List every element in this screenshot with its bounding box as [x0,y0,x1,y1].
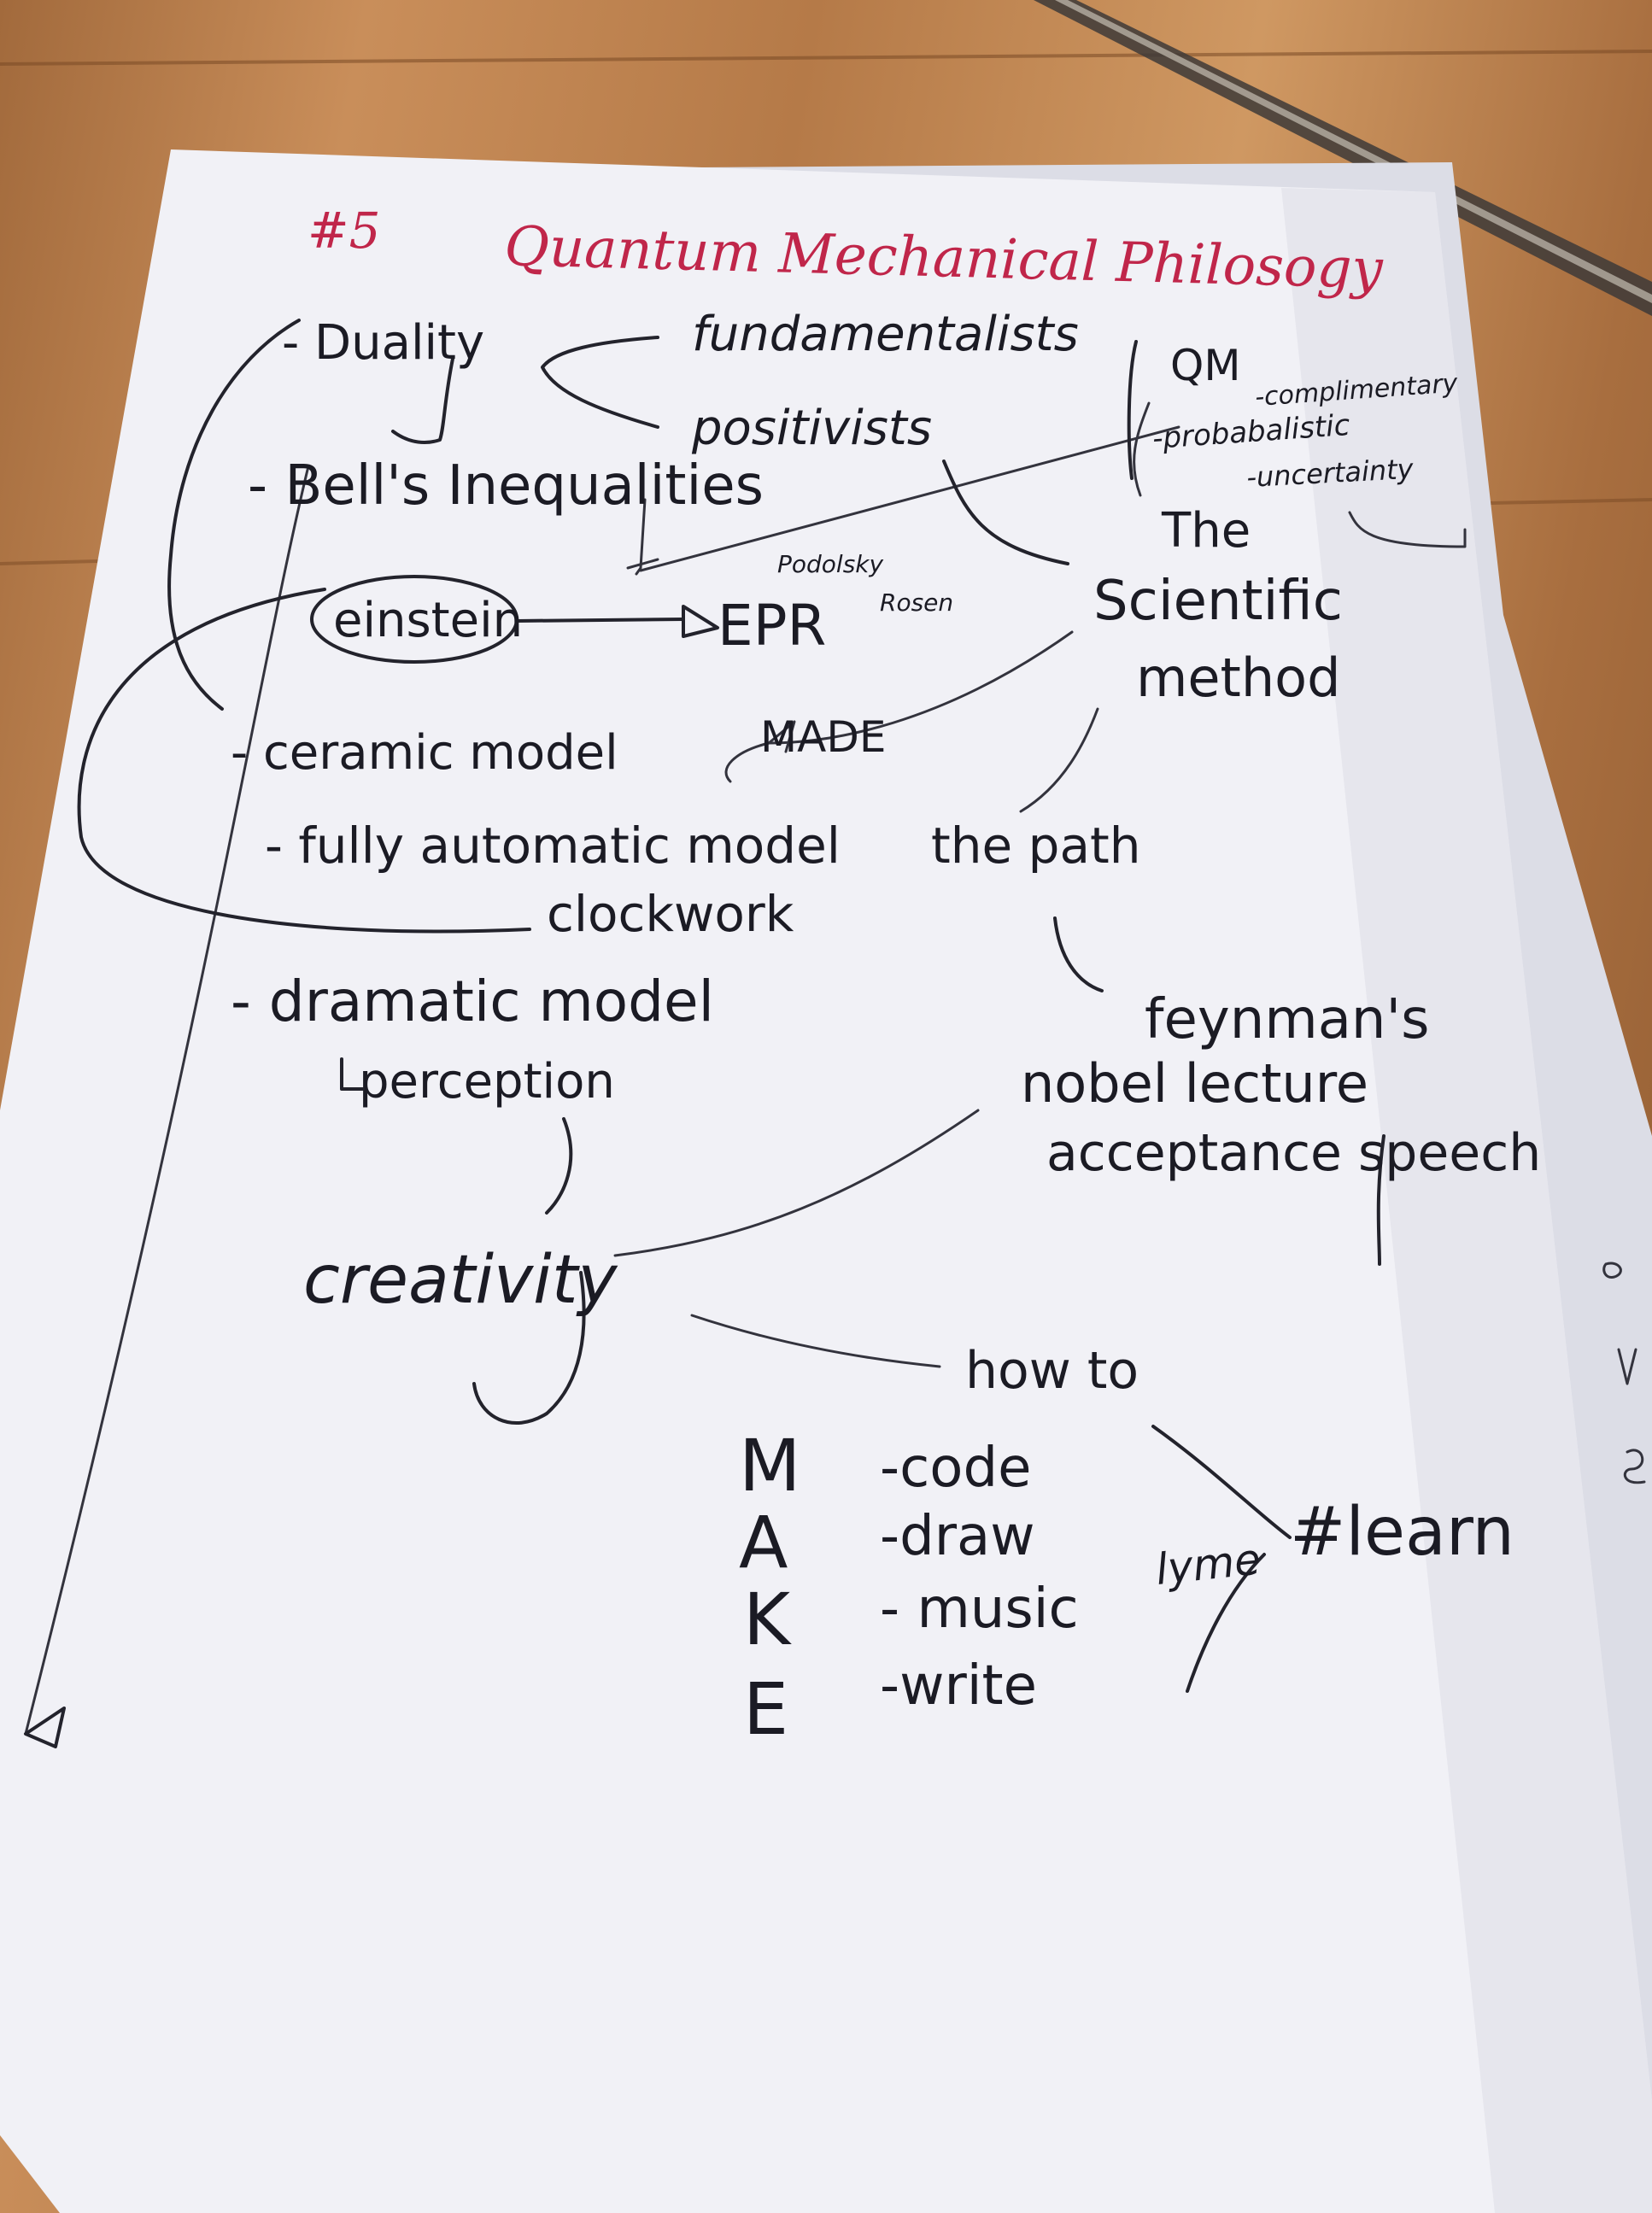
title-number: #5 [308,202,381,260]
paper-shading [1281,188,1652,2213]
note-draw: -draw [880,1505,1035,1568]
note-made: MADE [760,712,886,762]
note-the-path: the path [931,817,1140,875]
note-the: The [1161,503,1251,559]
note-rhyme: lyme [1153,1534,1262,1595]
note-music: - music [880,1578,1079,1641]
underlying-sheet-marks [1602,1262,1646,1484]
note-feynmans: feynman's [1145,988,1429,1051]
note-ceramic-model: - ceramic model [231,725,618,781]
note-podolsky: Podolsky [777,550,884,578]
note-code: -code [880,1437,1031,1500]
note-positivists: positivists [691,401,932,456]
note-duality: - Duality [282,315,484,371]
note-fully-automatic-model: - fully automatic model [265,817,841,875]
note-scientific: Scientific [1093,570,1343,633]
note-how-to: how to [965,1341,1139,1401]
note-method: method [1136,647,1340,709]
note-dramatic-model: - dramatic model [231,969,714,1034]
note-make-k: K [743,1578,792,1661]
note-clockwork: clockwork [547,885,794,943]
note-make-m: M [739,1424,800,1508]
note-epr: EPR [718,593,826,659]
note-einstein: einstein [333,593,523,648]
note-acceptance-speech: acceptance speech [1046,1123,1541,1183]
paper-sheet [0,149,1652,2213]
ballpoint-pen [1034,0,1652,316]
note-fundamentalists: fundamentalists [692,307,1079,362]
note-creativity: creativity [303,1242,618,1319]
note-make-a: A [739,1501,788,1584]
note-qm: QM [1170,341,1241,390]
note-rosen: Rosen [880,588,953,617]
mind-map-connectors [24,319,1467,1748]
note-learn: #learn [1290,1494,1514,1571]
note-perception: perception [359,1054,615,1109]
note-make-e: E [743,1667,788,1751]
note-nobel-lecture: nobel lecture [1021,1052,1368,1115]
note-bells-inequalities: - Bell's Inequalities [248,454,764,518]
note-write: -write [880,1654,1037,1718]
